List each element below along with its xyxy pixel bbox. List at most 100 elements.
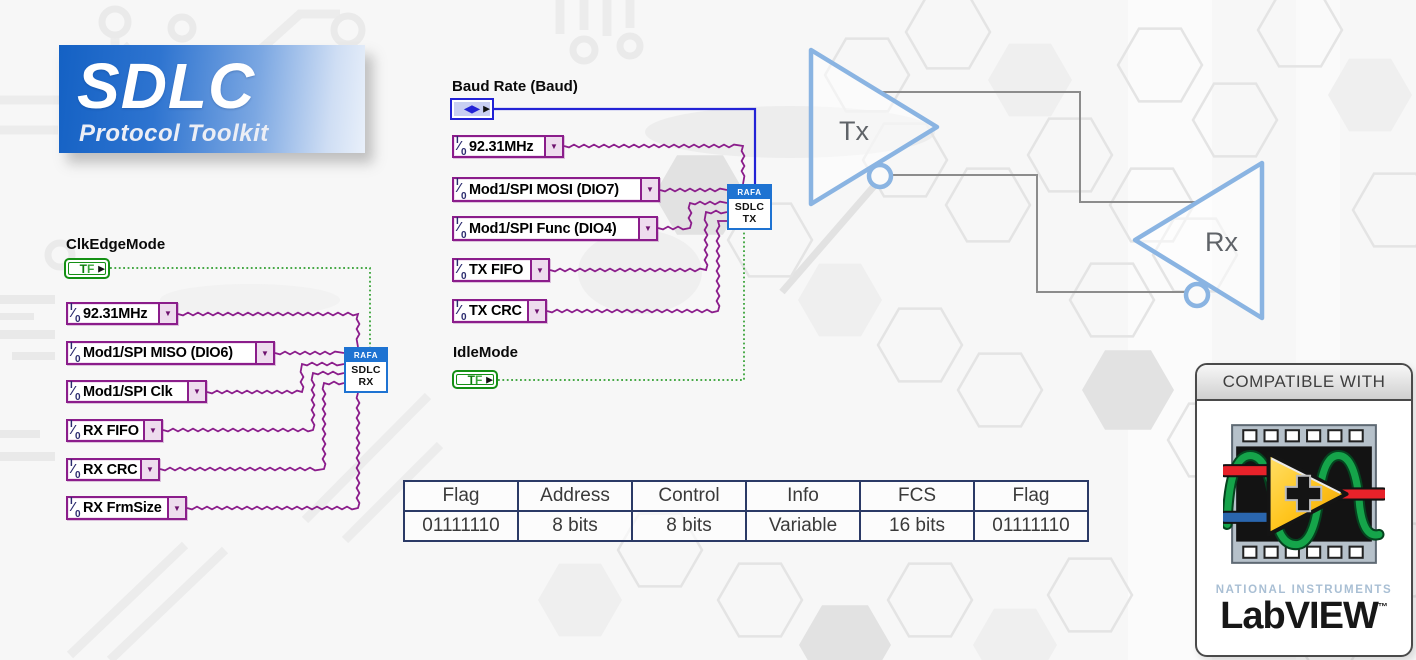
frame-field: Address: [517, 480, 633, 512]
io-icon: I⁄0: [456, 216, 467, 241]
io-combo-tx-func[interactable]: I⁄0 Mod1/SPI Func (DIO4) ▼: [452, 216, 658, 241]
hexagon-decoration: [944, 167, 1032, 243]
hexagon-decoration: [1191, 82, 1279, 158]
hexagon-decoration: [1068, 262, 1156, 338]
node-line1: SDLC: [351, 363, 381, 376]
tx-buffer-triangle: [808, 47, 940, 207]
io-combo-tx-mosi[interactable]: I⁄0 Mod1/SPI MOSI (DIO7) ▼: [452, 177, 660, 202]
dropdown-arrow-icon[interactable]: ▼: [640, 179, 658, 200]
tf-true-glyph: T: [467, 372, 475, 387]
hexagon-decoration: [1151, 217, 1239, 293]
dropdown-arrow-icon[interactable]: ▼: [530, 260, 548, 280]
labview-wordmark: LabVIEW™: [1197, 597, 1411, 635]
tf-arrow-icon: ▶: [486, 373, 493, 384]
badge-body: NATIONAL INSTRUMENTS LabVIEW™: [1197, 401, 1411, 635]
dropdown-arrow-icon[interactable]: ▼: [255, 343, 273, 363]
dropdown-arrow-icon[interactable]: ▼: [158, 304, 176, 323]
hexagon-decoration: [988, 43, 1072, 117]
io-combo-tx-crc[interactable]: I⁄0 TX CRC ▼: [452, 299, 547, 323]
node-body: SDLC TX: [729, 199, 770, 228]
wire-rx-miso: [274, 350, 345, 356]
combo-label: RX CRC: [83, 461, 138, 478]
idle-mode-label: IdleMode: [453, 344, 519, 361]
frame-value: 01111110: [403, 510, 519, 542]
numeric-arrows-icon[interactable]: ◀▶: [464, 103, 480, 115]
dropdown-arrow-icon[interactable]: ▼: [527, 301, 545, 321]
combo-label: Mod1/SPI Func (DIO4): [469, 220, 617, 237]
hexagon-decoration: [956, 352, 1044, 428]
numeric-value: ◀▶ ▶: [454, 102, 490, 116]
baud-rate-numeric-control[interactable]: ◀▶ ▶: [450, 98, 494, 120]
hexagon-decoration: [1026, 117, 1114, 193]
node-header: RAFA: [346, 349, 386, 362]
hexagon-decoration: [1256, 0, 1344, 68]
clk-edge-mode-label: ClkEdgeMode: [66, 236, 166, 253]
hexagon-decoration: [799, 605, 891, 660]
frame-value: Variable: [745, 510, 861, 542]
hexagon-decoration: [538, 563, 622, 637]
io-combo-rx-clock[interactable]: I⁄0 92.31MHz ▼: [66, 302, 178, 325]
combo-label: Mod1/SPI MISO (DIO6): [83, 345, 233, 361]
hexagon-decoration: [1328, 58, 1412, 132]
tf-false-glyph: F: [87, 261, 95, 276]
hexagon-decoration: [1046, 557, 1134, 633]
sdlc-frame-table: Flag Address Control Info FCS Flag 01111…: [403, 480, 1089, 542]
io-icon: I⁄0: [70, 302, 81, 325]
dropdown-arrow-icon[interactable]: ▼: [143, 421, 161, 440]
combo-label: Mod1/SPI Clk: [83, 383, 173, 400]
combo-label: RX FrmSize: [83, 500, 162, 516]
numeric-increment-icon[interactable]: ▶: [483, 103, 490, 114]
badge-header: COMPATIBLE WITH: [1197, 365, 1411, 401]
hexagon-decoration: [1116, 27, 1204, 103]
tf-arrow-icon: ▶: [98, 262, 105, 273]
frame-table-value-row: 01111110 8 bits 8 bits Variable 16 bits …: [403, 510, 1089, 542]
dropdown-arrow-icon[interactable]: ▼: [167, 498, 185, 518]
dropdown-arrow-icon[interactable]: ▼: [140, 460, 158, 479]
node-line2: TX: [742, 212, 757, 225]
io-icon: I⁄0: [70, 419, 81, 442]
frame-field: Flag: [973, 480, 1089, 512]
frame-field: Flag: [403, 480, 519, 512]
baud-rate-label: Baud Rate (Baud): [452, 78, 578, 95]
wire-rx-frmsize: [186, 392, 361, 511]
rx-inverter-bubble: [1183, 281, 1211, 309]
frame-field: FCS: [859, 480, 975, 512]
dropdown-arrow-icon[interactable]: ▼: [638, 218, 656, 239]
tf-false-glyph: F: [475, 372, 483, 387]
dropdown-arrow-icon[interactable]: ▼: [187, 382, 205, 401]
hexagon-decoration: [861, 122, 949, 198]
io-combo-rx-fifo[interactable]: I⁄0 RX FIFO ▼: [66, 419, 163, 442]
dropdown-arrow-icon[interactable]: ▼: [544, 137, 562, 156]
hexagon-decoration: [973, 608, 1057, 660]
tx-rx-link-diagram: Tx Rx: [808, 47, 1265, 321]
node-body: SDLC RX: [346, 362, 386, 391]
io-icon: I⁄0: [70, 380, 81, 403]
frame-field: Control: [631, 480, 747, 512]
io-combo-rx-crc[interactable]: I⁄0 RX CRC ▼: [66, 458, 160, 481]
tx-to-rx-line-top: [877, 91, 1199, 203]
io-combo-rx-spi-clk[interactable]: I⁄0 Mod1/SPI Clk ▼: [66, 380, 207, 403]
hexagon-decoration: [886, 562, 974, 638]
hexagon-decoration: [1082, 350, 1174, 430]
io-combo-tx-fifo[interactable]: I⁄0 TX FIFO ▼: [452, 258, 550, 282]
io-icon: I⁄0: [70, 458, 81, 481]
rx-label: Rx: [1205, 227, 1238, 257]
hexagon-decoration: [1351, 172, 1416, 248]
frame-value: 01111110: [973, 510, 1089, 542]
io-combo-rx-miso[interactable]: I⁄0 Mod1/SPI MISO (DIO6) ▼: [66, 341, 275, 365]
sdlc-tx-node[interactable]: RAFA SDLC TX: [727, 184, 772, 230]
product-banner: SDLC Protocol Toolkit: [59, 45, 365, 153]
io-combo-tx-clock[interactable]: I⁄0 92.31MHz ▼: [452, 135, 564, 158]
wire-rx-spi-clk: [206, 361, 345, 395]
io-combo-rx-frmsize[interactable]: I⁄0 RX FrmSize ▼: [66, 496, 187, 520]
labview-text: LabVIEW: [1220, 595, 1379, 637]
combo-label: TX FIFO: [469, 262, 524, 278]
combo-label: TX CRC: [469, 303, 522, 319]
combo-label: 92.31MHz: [83, 305, 148, 322]
sdlc-rx-node[interactable]: RAFA SDLC RX: [344, 347, 388, 393]
